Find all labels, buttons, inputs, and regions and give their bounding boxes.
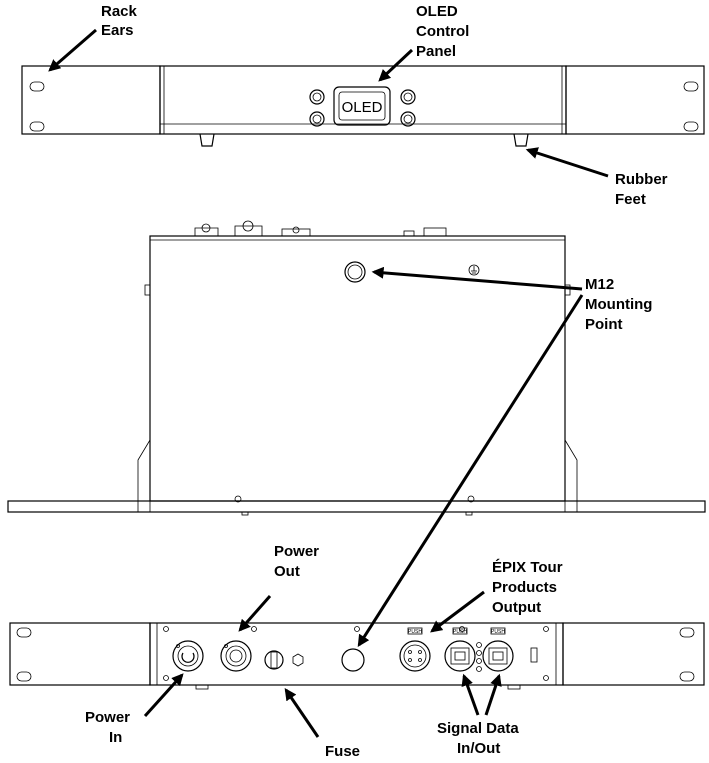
rubber-foot xyxy=(199,133,215,147)
screw xyxy=(234,495,242,503)
m12-mounting-hole-rear xyxy=(341,648,365,672)
rack-ear-slot xyxy=(16,671,32,682)
label-signal-data: Signal Data In/Out xyxy=(437,720,523,757)
rack-flange xyxy=(7,500,706,513)
label-rack-ears: Rack Ears xyxy=(101,3,141,39)
top-view xyxy=(7,220,706,516)
epix-output-connector: PUSH xyxy=(399,627,431,672)
m12-mounting-hole xyxy=(344,261,366,283)
arrow-power-in xyxy=(143,673,184,718)
label-m12-mounting-point: M12 Mounting Point xyxy=(585,276,657,333)
front-body xyxy=(159,65,567,135)
control-button xyxy=(400,89,416,105)
status-led xyxy=(476,650,482,656)
arrow-oled xyxy=(378,48,414,82)
front-view: OLED xyxy=(21,65,705,147)
right-rack-ear xyxy=(562,622,705,686)
rack-ear-slot xyxy=(29,81,45,92)
label-power-out: Power Out xyxy=(274,543,323,580)
arrow-fuse xyxy=(284,688,320,738)
arrow-rack-ears xyxy=(48,28,97,72)
rack-ear-slot xyxy=(679,627,695,638)
oled-screen-text: OLED xyxy=(342,99,383,116)
arrow-signal-out xyxy=(484,673,502,716)
control-button xyxy=(309,111,325,127)
callout-labels: Rack Ears OLED Control Panel Rubber Feet… xyxy=(85,3,672,760)
top-body xyxy=(149,235,566,502)
label-power-in: Power In xyxy=(85,709,134,746)
oled-display xyxy=(333,86,391,126)
label-epix-output: ÉPIX Tour Products Output xyxy=(492,559,567,616)
rubber-foot xyxy=(513,133,529,147)
fuse-holder xyxy=(264,650,304,670)
arrow-m12-top xyxy=(371,266,583,291)
status-led xyxy=(476,642,482,648)
label-oled-control-panel: OLED Control Panel xyxy=(416,3,474,60)
screw xyxy=(467,495,475,503)
rack-ear-slot xyxy=(16,627,32,638)
rack-ear-slot xyxy=(29,121,45,132)
right-rack-ear xyxy=(565,65,705,135)
signal-data-in-port: PUSH xyxy=(444,627,476,672)
switch xyxy=(530,647,538,663)
arrow-epix-output xyxy=(430,590,485,633)
signal-data-out-port: PUSH xyxy=(482,627,514,672)
power-in-connector xyxy=(172,640,204,672)
svg-text:PUSH: PUSH xyxy=(491,629,505,635)
power-out-connector xyxy=(220,640,252,672)
label-rubber-feet: Rubber Feet xyxy=(615,171,672,208)
svg-text:PUSH: PUSH xyxy=(453,629,467,635)
arrow-rubber-feet xyxy=(525,147,609,178)
rear-body xyxy=(149,622,564,686)
rear-view: PUSH PUSH PUSH xyxy=(9,622,705,690)
left-rack-ear xyxy=(21,65,161,135)
rack-ear-slot xyxy=(683,121,699,132)
arrow-m12-rear xyxy=(357,294,584,648)
callout-arrows xyxy=(48,28,609,738)
label-fuse: Fuse xyxy=(325,743,360,760)
svg-text:PUSH: PUSH xyxy=(408,629,422,635)
control-button xyxy=(309,89,325,105)
rack-ear-slot xyxy=(679,671,695,682)
status-led xyxy=(476,658,482,664)
arrow-signal-in xyxy=(461,673,480,716)
rack-ear-slot xyxy=(683,81,699,92)
status-led xyxy=(476,666,482,672)
arrow-power-out xyxy=(238,595,272,632)
ground-symbol-icon xyxy=(468,264,480,276)
control-button xyxy=(400,111,416,127)
